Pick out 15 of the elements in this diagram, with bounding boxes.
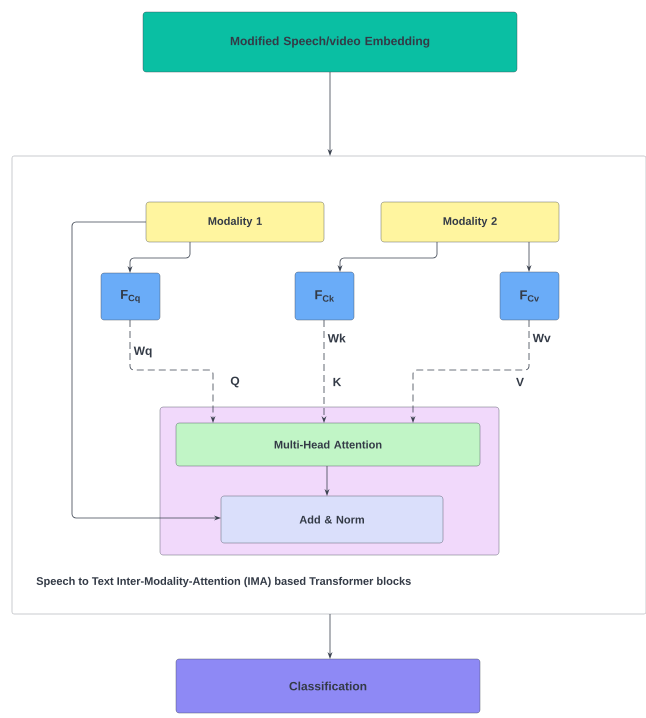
attention-box: Multi-Head Attention	[176, 422, 480, 466]
vector-label: V	[516, 378, 524, 386]
modality-box: Modality 2	[380, 202, 560, 242]
modality-box: Modality 1	[146, 202, 324, 242]
embedding-box: Modified Speech/video Embedding	[142, 12, 518, 72]
feature-box: F$_{Cq}$	[100, 272, 160, 320]
vector-label: Q	[230, 376, 240, 388]
feature-box: F$_{Ck}$	[294, 272, 354, 320]
edge-label: Wq	[132, 345, 154, 359]
edge-label: Wv	[531, 332, 552, 344]
norm-box: Add & Norm	[220, 496, 444, 544]
feature-box: F$_{Cv}$	[500, 272, 560, 320]
vector-label: K	[333, 378, 342, 386]
edge-label: Wk	[326, 332, 348, 344]
classification-box: Classification	[176, 658, 480, 714]
